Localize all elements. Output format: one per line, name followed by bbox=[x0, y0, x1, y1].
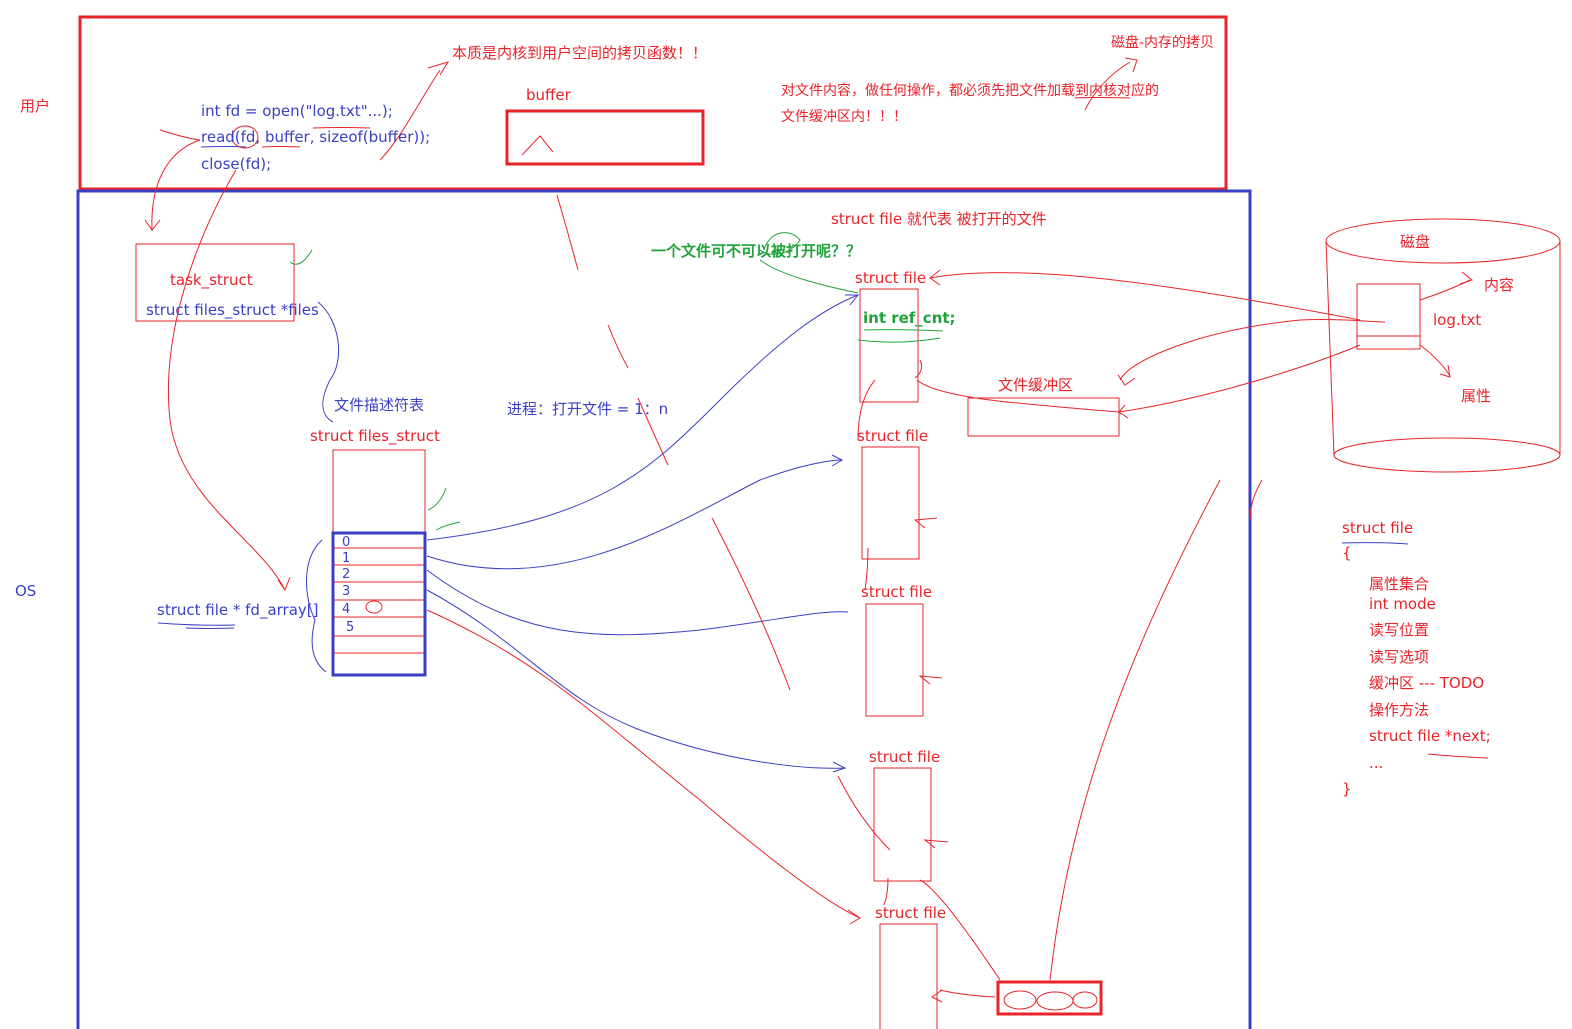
os-frame bbox=[76, 189, 1252, 1029]
fd-index-2: 2 bbox=[342, 567, 351, 582]
attributes-label: 属性 bbox=[1461, 387, 1492, 405]
struct-def-line-buffer: 缓冲区 --- TODO bbox=[1369, 674, 1485, 692]
struct-file-means-note: struct file 就代表 被打开的文件 bbox=[831, 210, 1047, 228]
open-multiple-question: 一个文件可不可以被打开呢？？ bbox=[651, 242, 862, 260]
task-struct-box bbox=[135, 243, 295, 322]
log-txt-box bbox=[1356, 283, 1421, 350]
disk-block-box bbox=[996, 980, 1103, 1016]
struct-file-box-2 bbox=[861, 446, 920, 560]
struct-file-title-3: struct file bbox=[861, 583, 933, 601]
fd-index-4: 4 bbox=[342, 602, 351, 617]
fd-index-5: 5 bbox=[346, 620, 355, 635]
buffer-tick bbox=[521, 135, 554, 156]
fd-index-1: 1 bbox=[342, 551, 351, 566]
ref-cnt-field: int ref_cnt; bbox=[863, 309, 956, 327]
user-space-label: 用户 bbox=[20, 97, 51, 115]
struct-def-line-next: struct file *next; bbox=[1369, 727, 1491, 745]
struct-file-box-4 bbox=[873, 767, 932, 882]
copy-note: 本质是内核到用户空间的拷贝函数！！ bbox=[452, 44, 708, 62]
os-label: OS bbox=[15, 582, 37, 600]
files-struct-label: struct files_struct bbox=[310, 427, 440, 445]
file-buffer-box bbox=[967, 397, 1120, 437]
fd-array-box bbox=[331, 531, 427, 677]
files-pointer-field: struct files_struct *files bbox=[146, 301, 319, 319]
struct-file-title-4: struct file bbox=[869, 748, 941, 766]
disk-label: 磁盘 bbox=[1400, 233, 1431, 251]
struct-file-title-5: struct file bbox=[875, 904, 947, 922]
struct-file-box-5 bbox=[879, 923, 938, 1029]
struct-def-line-ops: 操作方法 bbox=[1369, 701, 1430, 719]
code-line-open: int fd = open("log.txt"...); bbox=[201, 102, 393, 120]
fd-index-0: 0 bbox=[342, 535, 351, 550]
content-label: 内容 bbox=[1484, 276, 1515, 294]
load-note-line-2: 文件缓冲区内！！！ bbox=[781, 109, 907, 125]
underlines bbox=[157, 97, 1489, 759]
files-struct-box bbox=[332, 449, 426, 534]
struct-file-title-2: struct file bbox=[857, 427, 929, 445]
task-struct-label: task_struct bbox=[170, 271, 253, 289]
file-buffer-label: 文件缓冲区 bbox=[998, 376, 1074, 394]
buffer-box bbox=[505, 109, 705, 166]
struct-def-open-brace: { bbox=[1342, 544, 1352, 562]
struct-file-box-1 bbox=[859, 288, 919, 403]
fd-index-3: 3 bbox=[342, 584, 351, 599]
log-txt-label: log.txt bbox=[1433, 311, 1482, 329]
struct-def-line-position: 读写位置 bbox=[1369, 621, 1430, 639]
struct-def-header: struct file bbox=[1342, 519, 1414, 537]
fd-pointer-arrows bbox=[306, 294, 860, 773]
disk-block-scribble bbox=[1003, 990, 1098, 1011]
fd-table-label: 文件描述符表 bbox=[334, 396, 425, 414]
disk-cylinder bbox=[1325, 218, 1561, 473]
struct-def-line-mode: int mode bbox=[1369, 595, 1436, 613]
fd-array-label: struct file * fd_array[] bbox=[157, 601, 319, 619]
disk-mem-copy-note: 磁盘-内存的拷贝 bbox=[1111, 35, 1215, 51]
struct-def-close-brace: } bbox=[1342, 780, 1352, 798]
struct-def-line-attributes: 属性集合 bbox=[1369, 575, 1430, 593]
red-annotation-arrows bbox=[144, 57, 1474, 1003]
load-note-line-1: 对文件内容，做任何操作，都必须先把文件加载到内核对应的 bbox=[781, 83, 1159, 99]
struct-def-line-options: 读写选项 bbox=[1369, 648, 1430, 666]
fd-array-dividers bbox=[334, 547, 424, 654]
struct-file-title-1: struct file bbox=[855, 269, 927, 287]
user-space-frame bbox=[78, 15, 1228, 191]
buffer-label: buffer bbox=[526, 86, 571, 104]
struct-def-line-ellipsis: ... bbox=[1369, 754, 1384, 772]
code-line-read: read(fd, buffer, sizeof(buffer)); bbox=[201, 128, 431, 146]
green-annotation-arrows bbox=[289, 232, 941, 531]
struct-file-box-3 bbox=[865, 603, 924, 717]
process-file-ratio-note: 进程：打开文件 = 1：n bbox=[507, 400, 669, 418]
code-line-close: close(fd); bbox=[201, 155, 272, 173]
